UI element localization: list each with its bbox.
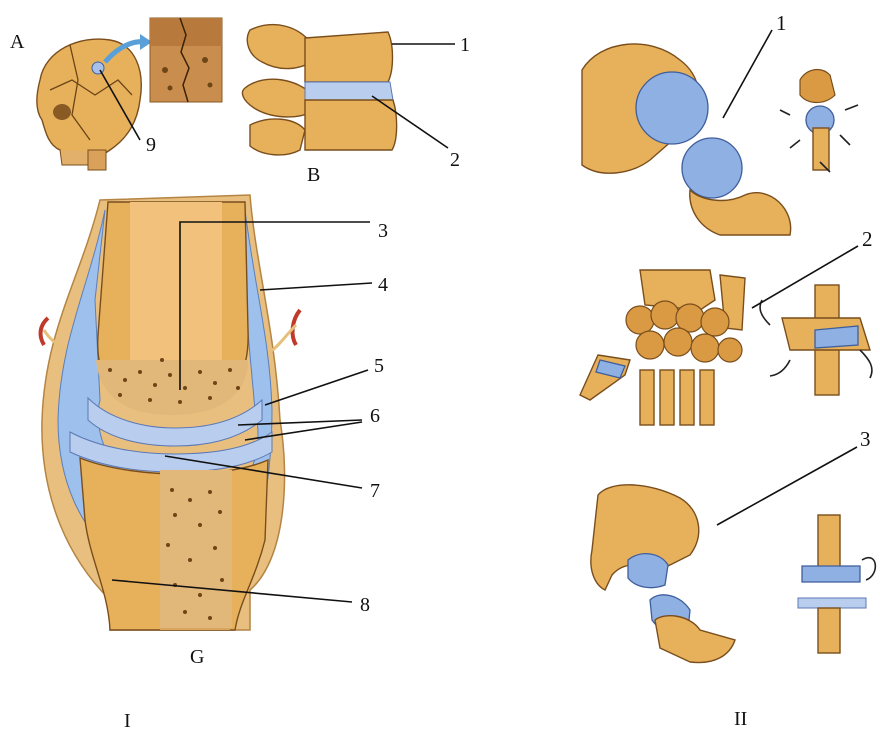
carpal-joint xyxy=(580,270,872,425)
knee-joint-section xyxy=(41,195,300,630)
label-joint-1: 1 xyxy=(776,11,787,35)
label-8: 8 xyxy=(360,594,370,616)
label-4: 4 xyxy=(378,274,388,296)
label-2-B: 2 xyxy=(450,149,460,171)
part-label-I: I xyxy=(124,710,131,731)
ball-socket-joint xyxy=(582,44,858,235)
label-1-B: 1 xyxy=(460,34,470,56)
label-3: 3 xyxy=(378,220,388,242)
skull-illustration xyxy=(37,39,141,170)
hinge-joint xyxy=(591,485,876,663)
part-label-II: II xyxy=(734,708,747,730)
figure-letter-G: G xyxy=(190,646,204,668)
label-9: 9 xyxy=(146,134,156,156)
label-5: 5 xyxy=(374,355,384,377)
label-7: 7 xyxy=(370,480,380,502)
suture-closeup xyxy=(150,18,222,102)
vertebrae-illustration xyxy=(242,25,396,155)
label-joint-3: 3 xyxy=(860,427,871,451)
figure-letter-B: B xyxy=(307,164,320,186)
label-joint-2: 2 xyxy=(862,227,873,251)
figure-letter-A: A xyxy=(10,31,25,53)
label-6: 6 xyxy=(370,405,380,427)
